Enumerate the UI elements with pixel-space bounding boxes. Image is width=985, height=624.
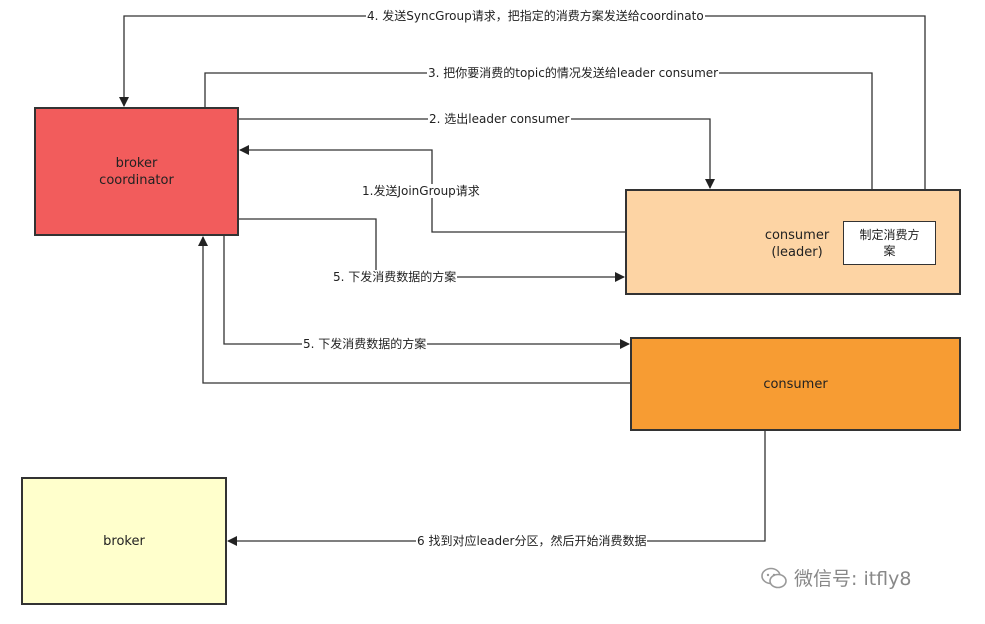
edge-2-line [239,118,715,189]
edge-2-label: 2. 选出leader consumer [428,112,571,126]
edge-5a-line [239,218,625,282]
watermark: 微信号: itfly8 [760,564,911,591]
edge-3-label: 3. 把你要消费的topic的情况发送给leader consumer [427,66,720,80]
plan-label-line1: 制定消费方 [859,228,920,242]
edge-4-line [119,15,926,189]
consumer-label: consumer [763,376,828,392]
leader-label-line1: consumer [764,228,830,243]
edge-4-label: 4. 发送SyncGroup请求，把指定的消费方案发送给coordinato [366,9,705,23]
edge-5b-label: 5. 下发消费数据的方案 [302,337,428,351]
edge-5a-label: 5. 下发消费数据的方案 [332,270,458,284]
watermark-text: 微信号: itfly8 [794,568,912,590]
leader-label-line2: (leader) [771,245,823,260]
edge-consumer-join-line [198,236,630,384]
edge-5b-line [223,236,630,349]
broker-node: broker [21,477,227,605]
plan-box: 制定消费方 案 [843,221,936,265]
broker-label: broker [103,533,145,549]
coordinator-label-line2: coordinator [99,172,174,188]
edge-1-label: 1.发送JoinGroup请求 [361,184,481,198]
coordinator-label-line1: broker [115,155,158,171]
edge-6-label: 6 找到对应leader分区，然后开始消费数据 [416,534,648,548]
leader-label: consumer (leader) [757,227,837,261]
consumer-leader-node: consumer (leader) 制定消费方 案 [625,189,961,295]
plan-label-line2: 案 [883,244,896,258]
edge-6-line [227,431,766,546]
wechat-icon [761,567,787,588]
consumer-node: consumer [630,337,961,431]
broker-coordinator-node: broker coordinator [34,107,239,236]
